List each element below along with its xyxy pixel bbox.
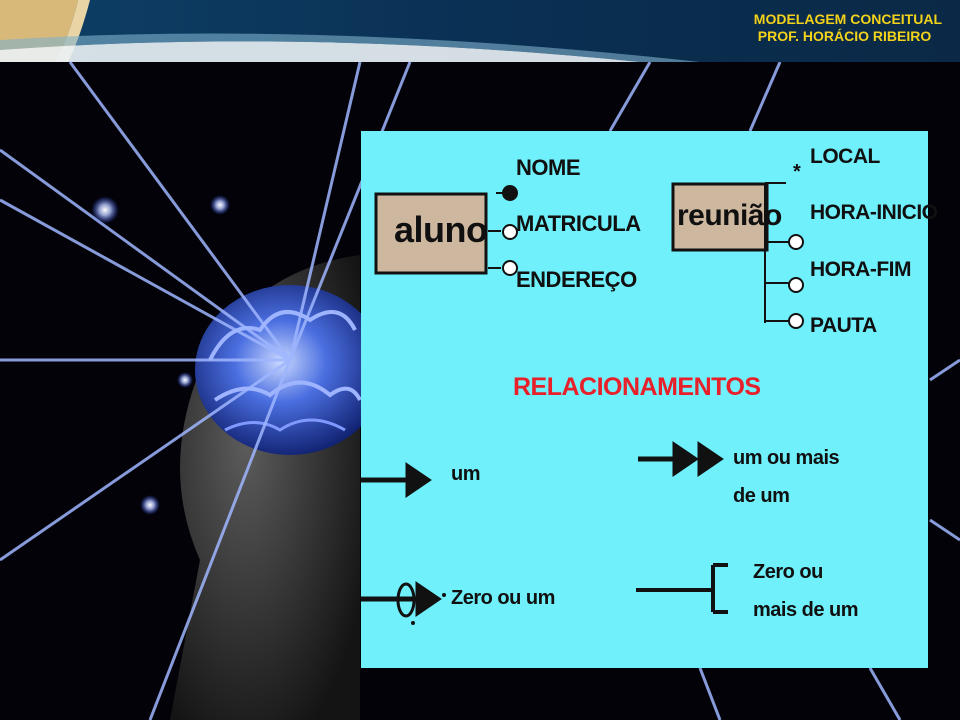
symbol-zero-or-more	[636, 563, 728, 614]
symbol-one	[361, 462, 432, 498]
diagram-graphics	[361, 182, 804, 625]
header-line-2: PROF. HORÁCIO RIBEIRO	[757, 28, 932, 44]
entity-reuniao-name: reunião	[677, 199, 782, 232]
symbol-one-or-more	[638, 441, 724, 477]
entity-aluno-box	[374, 192, 488, 275]
entity-aluno-name: aluno	[394, 209, 488, 250]
attr-matricula: MATRICULA	[516, 211, 641, 236]
diagram-panel: aluno reunião * NOME MATRICULA ENDEREÇO …	[361, 131, 938, 668]
reuniao-attribute-connectors	[764, 182, 804, 329]
entity-reuniao-box	[671, 182, 769, 252]
legend-one-or-more-label-1: um ou mais	[733, 447, 840, 469]
attr-pauta: PAUTA	[810, 314, 877, 337]
slide-header-title: MODELAGEM CONCEITUAL PROF. HORÁCIO RIBEI…	[754, 11, 942, 45]
legend-zero-or-one-label: Zero ou um	[451, 587, 555, 609]
symbol-zero-or-one	[361, 581, 446, 625]
attr-nome: NOME	[516, 155, 581, 180]
attr-endereco: ENDEREÇO	[516, 267, 637, 292]
aluno-attribute-connectors	[488, 185, 518, 276]
header-bar: MODELAGEM CONCEITUAL PROF. HORÁCIO RIBEI…	[0, 0, 960, 62]
legend-zero-or-more-label-2: mais de um	[753, 599, 859, 621]
attr-hora-inicio: HORA-INICIO	[810, 201, 938, 224]
section-title-relacionamentos: RELACIONAMENTOS	[513, 373, 761, 401]
attr-hora-fim: HORA-FIM	[810, 258, 911, 281]
legend-zero-or-more-label-1: Zero ou	[753, 561, 823, 583]
header-decoration	[0, 0, 700, 62]
attr-local: LOCAL	[810, 145, 880, 168]
header-line-1: MODELAGEM CONCEITUAL	[753, 11, 942, 27]
legend-one-or-more-label-2: de um	[733, 485, 790, 507]
entity-reuniao-marker: *	[793, 161, 801, 183]
legend-one-label: um	[451, 463, 481, 485]
